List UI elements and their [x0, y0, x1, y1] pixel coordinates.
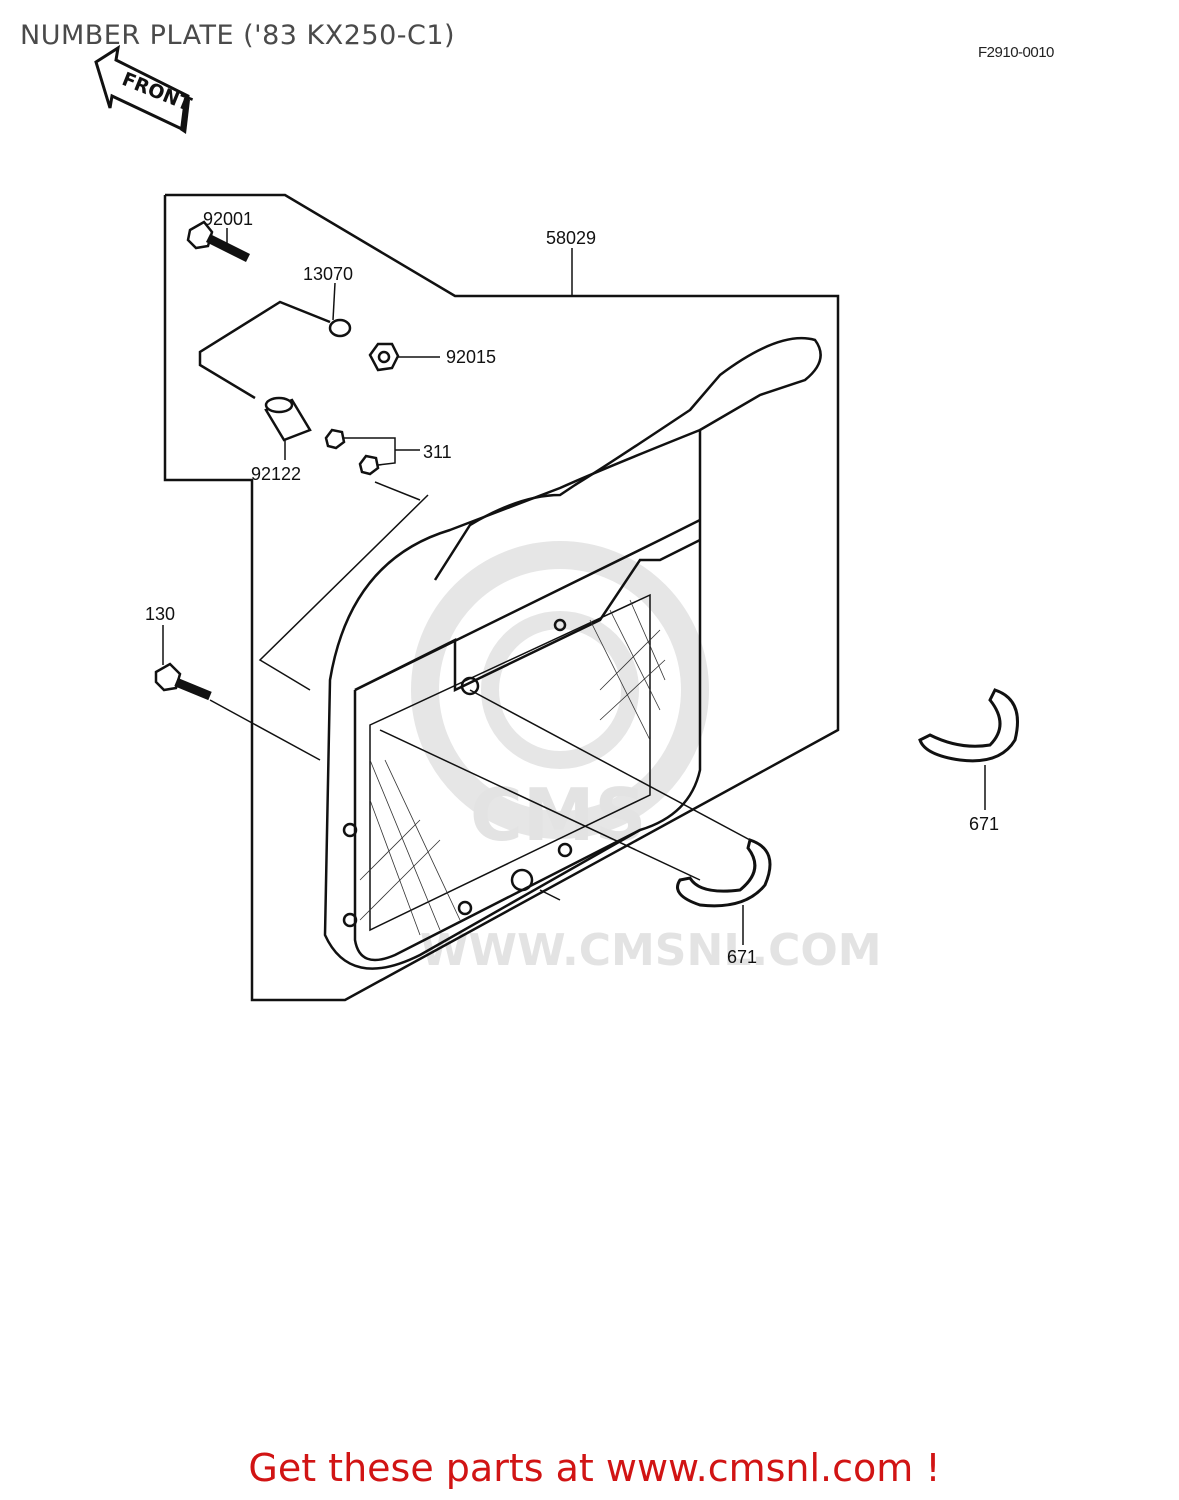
bolt-130-icon [154, 662, 212, 701]
label-92015: 92015 [446, 347, 496, 367]
collar-92122-icon [264, 396, 312, 442]
leader-lines [162, 228, 986, 945]
assembly-outline [163, 193, 840, 1002]
nuts-311-icon [324, 428, 380, 476]
label-13070: 13070 [303, 264, 353, 284]
figure-code: F2910-0010 [978, 44, 1054, 61]
label-311: 311 [423, 442, 452, 462]
rod-13070-icon [198, 300, 352, 400]
band-671-right-icon [918, 688, 1019, 763]
number-plate [323, 336, 822, 970]
band-671-lower-icon [676, 838, 772, 908]
label-92001: 92001 [203, 209, 253, 229]
nut-92015-icon [368, 342, 400, 372]
watermark: CMS WWW.CMSNL.COM [411, 541, 882, 976]
page-title: NUMBER PLATE ('83 KX250-C1) [20, 20, 456, 51]
label-92122: 92122 [251, 464, 301, 484]
parts-diagram: CMS WWW.CMSNL.COM FRONT [94, 44, 1019, 1002]
label-58029: 58029 [546, 228, 596, 248]
label-130: 130 [145, 604, 175, 624]
label-671-lower: 671 [727, 947, 757, 967]
watermark-cms: CMS [470, 773, 646, 857]
label-671-right: 671 [969, 814, 999, 834]
front-arrow-icon: FRONT [94, 44, 194, 134]
bolt-92001-icon [186, 220, 251, 263]
watermark-text: WWW.CMSNL.COM [420, 925, 882, 976]
promo-link[interactable]: Get these parts at www.cmsnl.com ! [248, 1446, 941, 1490]
